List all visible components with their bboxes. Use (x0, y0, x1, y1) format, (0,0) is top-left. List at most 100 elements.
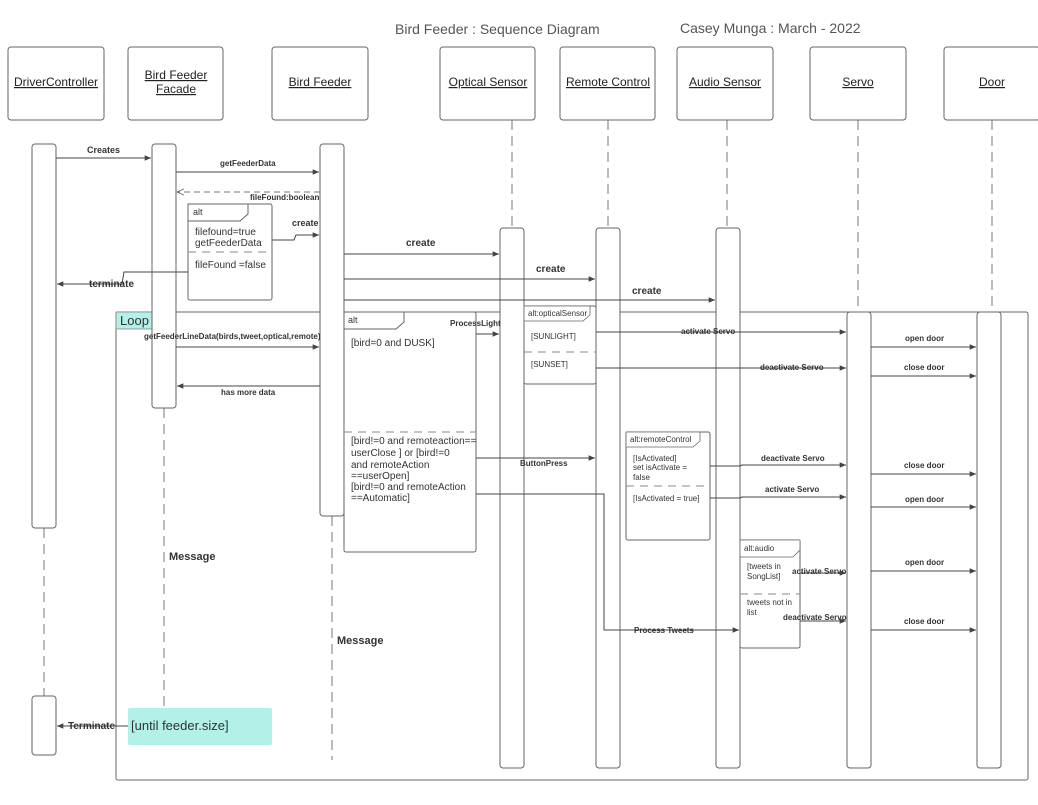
participant-door-label: Door (979, 75, 1005, 89)
loop-tag: Loop (120, 313, 149, 328)
label-file-found: fileFound:boolean (250, 193, 319, 202)
alt-file-guard2: fileFound =false (195, 260, 266, 271)
alt-audio-guard1-line2: SongList] (747, 572, 780, 581)
participant-servo-box (809, 46, 907, 121)
label-creates: Creates (87, 145, 120, 155)
label-close-door-3: close door (904, 617, 944, 626)
label-terminate: terminate (89, 279, 134, 290)
alt-audio-guard2-line1: tweets not in (747, 598, 792, 607)
participant-facade-label-2: Facade (156, 82, 196, 96)
arrow-terminate (57, 271, 188, 287)
alt-file-fragment: alt filefound=true getFeederData fileFou… (187, 203, 273, 301)
participant-driver-box (7, 46, 105, 121)
participant-boxes (7, 46, 1038, 121)
alt-optical-guard1: [SUNLIGHT] (531, 332, 576, 341)
alt-remote-guard2: [IsActivated = true] (633, 494, 699, 503)
loop-condition-box (128, 708, 272, 745)
alt-audio-tag-box (739, 539, 801, 558)
label-process-light: ProcessLight (450, 319, 501, 328)
label-activate-servo-1: activate Servo (681, 327, 735, 336)
participant-facade-box (127, 46, 224, 121)
diagram-author: Casey Munga : March - 2022 (680, 20, 861, 36)
participant-remote-box (559, 46, 656, 121)
alt-remote-guard1-line1: [IsActivated] (633, 454, 677, 463)
label-create-audio: create (632, 286, 662, 297)
activation-facade (151, 143, 177, 409)
participant-remote-label: Remote Control (566, 75, 650, 89)
label-create-remote: create (536, 264, 566, 275)
activation-bars (31, 143, 1002, 769)
message-labels: Creates getFeederData fileFound:boolean … (68, 145, 944, 732)
message-arrows (56, 155, 976, 729)
loop-fragment: Loop [until feeder.size] (115, 311, 1029, 781)
alt-main-guard2-line2: userClose ] or [bird!=0 (351, 448, 450, 459)
diagram-title: Bird Feeder : Sequence Diagram (395, 21, 600, 37)
alt-audio-guard1-line1: [tweets in (747, 562, 781, 571)
label-close-door-1: close door (904, 363, 944, 372)
alt-optical-tag: alt:opticalSensor (528, 309, 587, 318)
label-message-2: Message (337, 635, 383, 647)
label-create-small: create (292, 218, 319, 228)
activation-door (976, 311, 1002, 769)
label-get-feeder-data: getFeederData (220, 159, 276, 168)
activation-remote (595, 227, 621, 769)
lifelines (43, 120, 993, 760)
alt-remote-tag: alt:remoteControl (630, 435, 692, 444)
activation-driver (31, 143, 57, 529)
label-create-optical: create (406, 238, 436, 249)
loop-condition: [until feeder.size] (131, 718, 229, 733)
label-deactivate-servo-1: deactivate Servo (760, 363, 824, 372)
alt-audio-fragment: alt:audio [tweets in SongList] tweets no… (739, 539, 801, 649)
participant-birdfeeder-box (271, 46, 369, 121)
arrow-process-tweets (476, 493, 739, 633)
label-get-line-data: getFeederLineData(birds,tweet,optical,re… (144, 332, 321, 341)
alt-remote-tag-box (625, 431, 701, 448)
activation-driver-end (31, 695, 57, 756)
participant-driver-label: DriverController (14, 75, 98, 89)
alt-main-guard2-line3: and remoteAction (351, 460, 429, 471)
alt-main-tag-box (343, 311, 405, 330)
participant-optical-label: Optical Sensor (449, 75, 528, 89)
label-deactivate-servo-3: deactivate Servo (783, 613, 847, 622)
alt-main-guard2-line6: ==Automatic] (351, 493, 410, 504)
participant-birdfeeder-label: Bird Feeder (289, 75, 352, 89)
alt-file-tag: alt (193, 207, 203, 217)
arrow-activate-servo-2 (710, 494, 846, 500)
label-activate-servo-3: activate Servo (792, 567, 846, 576)
label-activate-servo-2: activate Servo (765, 485, 819, 494)
label-message-1: Message (169, 551, 215, 563)
participant-optical-box (439, 46, 536, 121)
arrow-create-small (272, 232, 319, 241)
alt-remote-guard1-line2: set isActivate = (633, 463, 687, 472)
participant-servo-label: Servo (842, 75, 874, 89)
label-button-press: ButtonPress (520, 459, 568, 468)
alt-file-guard1-line2: getFeederData (195, 238, 262, 249)
label-close-door-2: close door (904, 461, 944, 470)
label-open-door-2: open door (905, 495, 944, 504)
arrow-deactivate-servo-2 (710, 462, 846, 468)
alt-main-guard1: [bird=0 and DUSK] (351, 338, 435, 349)
participant-audio-label: Audio Sensor (689, 75, 761, 89)
participant-door-box (943, 46, 1038, 121)
alt-remote-fragment: alt:remoteControl [IsActivated] set isAc… (625, 431, 711, 541)
participant-audio-box (676, 46, 774, 121)
label-process-tweets: Process Tweets (634, 626, 694, 635)
alt-main-guard2-line1: [bird!=0 and remoteaction== (351, 436, 477, 447)
participant-facade-label-1: Bird Feeder (145, 68, 208, 82)
alt-audio-tag: alt:audio (744, 544, 775, 553)
alt-main-fragment: alt [bird=0 and DUSK] [bird!=0 and remot… (343, 311, 477, 553)
alt-audio-guard2-line2: list (747, 608, 758, 617)
alt-optical-guard2: [SUNSET] (531, 360, 568, 369)
label-deactivate-servo-2: deactivate Servo (761, 454, 825, 463)
activation-optical (499, 227, 525, 769)
alt-main-guard2-line4: ==userOpen] (351, 471, 410, 482)
alt-file-tag-box (187, 203, 249, 222)
alt-remote-guard1-line3: false (633, 473, 650, 482)
label-open-door-1: open door (905, 334, 944, 343)
alt-main-guard2-line5: [bird!=0 and remoteAction (351, 482, 466, 493)
label-terminate-final: Terminate (68, 721, 115, 732)
alt-optical-fragment: alt:opticalSensor [SUNLIGHT] [SUNSET] (523, 305, 597, 385)
label-has-more-data: has more data (221, 388, 276, 397)
label-open-door-3: open door (905, 558, 944, 567)
